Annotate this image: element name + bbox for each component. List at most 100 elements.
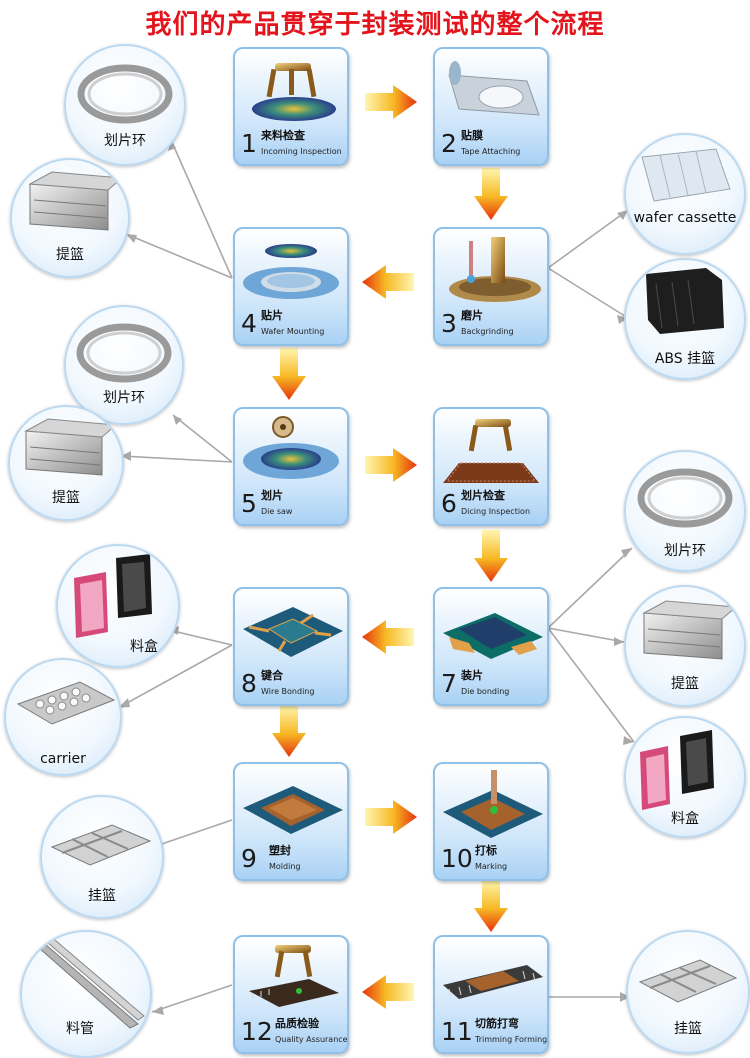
lift-basket-icon [24,418,118,476]
dicing-ring-icon [77,64,173,124]
flow-arrow-right [365,85,417,119]
product-tube: 料管 [20,930,152,1058]
step-number: 2 [441,129,457,158]
carrier-icon [16,681,116,725]
grinder-icon [449,237,541,302]
page-title: 我们的产品贯穿于封装测试的整个流程 [145,10,605,40]
step-number: 7 [441,669,457,698]
product-hanging-basket: 挂篮 [626,930,750,1054]
step-2-tape-attaching: 2 贴膜 Tape Attaching [433,47,549,166]
magazine-icon [640,730,714,810]
step-number: 10 [441,844,473,873]
step-6-dicing-inspection: 6 划片检查 Dicing Inspection [433,407,549,526]
lift-basket-icon [642,600,738,660]
flow-arrow-down [474,530,508,582]
step-8-wire-bonding: 8 键合 Wire Bonding [233,587,349,706]
step-label-zh: 贴膜 [461,129,483,142]
product-label: 提篮 [671,676,699,692]
product-label: 提篮 [52,490,80,506]
step-label-en: Trimming Forming [475,1035,548,1044]
product-magazine: 料盒 [624,716,746,838]
step-12-quality-assurance: 12 品质检验 Quality Assurance [233,935,349,1054]
flow-arrow-down [272,348,306,400]
step-1-incoming-inspection: 1 来料检查 Incoming Inspection [233,47,349,166]
wafer-cassette-icon [641,148,731,202]
step-7-die-bonding: 7 装片 Die bonding [433,587,549,706]
product-dicing-ring: 划片环 [64,305,184,425]
product-label: 划片环 [664,543,706,559]
lift-basket-icon [28,171,124,231]
molded-package-icon [243,786,343,834]
flow-arrow-right [365,448,417,482]
product-lift-basket: 提篮 [10,158,130,278]
saw-blade-icon [243,416,339,479]
flow-arrow-left [362,620,414,654]
step-10-marking: 10 打标 Marking [433,762,549,881]
product-label: carrier [40,751,86,767]
step-label-zh: 划片 [261,489,283,502]
hanging-basket-icon [638,959,738,1003]
step-9-molding: 9 塑封 Molding [233,762,349,881]
wire-bond-icon [243,607,343,657]
dicing-ring-icon [76,323,172,383]
laser-marking-icon [443,770,543,838]
step-4-wafer-mounting: 4 贴片 Wafer Mounting [233,227,349,346]
product-dicing-ring: 划片环 [624,450,746,572]
step-number: 1 [241,129,257,158]
product-label: ABS 挂篮 [654,351,716,367]
step-label-zh: 划片检查 [461,489,505,502]
product-label: wafer cassette [633,210,737,226]
step-label-en: Incoming Inspection [261,147,342,156]
step-number: 6 [441,489,457,518]
abs-basket-icon [646,268,724,334]
dicing-ring-icon [637,468,733,528]
step-label-en: Quality Assurance [275,1035,348,1044]
product-label: 料管 [66,1021,94,1037]
product-label: 划片环 [103,390,145,406]
step-label-zh: 打标 [475,844,497,857]
die-bond-icon [443,613,543,659]
qa-microscope-icon [249,945,339,1007]
product-hanging-basket: 挂篮 [40,795,164,919]
magazine-icon [74,554,152,638]
product-label: 挂篮 [674,1021,702,1037]
microscope-wafer-icon [252,63,336,121]
step-label-zh: 切筋打弯 [475,1017,519,1030]
step-label-en: Molding [269,862,301,871]
flow-arrow-left [362,265,414,299]
step-number: 3 [441,309,457,338]
inspection-grid-icon [443,419,539,483]
step-label-en: Backgrinding [461,327,514,336]
step-label-zh: 磨片 [461,309,483,322]
product-label: 料盒 [671,811,699,827]
tube-icon [28,933,145,1029]
product-label: 提篮 [56,247,84,263]
step-label-zh: 装片 [461,669,483,682]
flow-arrow-left [362,975,414,1009]
product-lift-basket: 提篮 [624,585,746,707]
product-lift-basket: 提篮 [8,405,124,521]
step-label-zh: 键合 [261,669,283,682]
step-label-en: Tape Attaching [461,147,521,156]
product-dicing-ring: 划片环 [64,44,186,166]
step-label-zh: 来料检查 [261,129,305,142]
step-number: 4 [241,309,257,338]
step-5-die-saw: 5 划片 Die saw [233,407,349,526]
product-carrier: carrier [4,658,122,776]
tape-sheet-icon [448,61,540,116]
step-label-en: Marking [475,862,508,871]
step-label-zh: 塑封 [269,844,291,857]
step-3-backgrinding: 3 磨片 Backgrinding [433,227,549,346]
step-number: 5 [241,489,257,518]
product-magazine: 料盒 [56,544,180,668]
step-label-en: Wire Bonding [261,687,315,696]
product-abs-basket: ABS 挂篮 [624,258,746,380]
product-label: 划片环 [104,133,146,149]
step-label-en: Die bonding [461,687,510,696]
step-number: 8 [241,669,257,698]
step-label-en: Die saw [261,507,293,516]
step-number: 9 [241,844,257,873]
step-label-en: Wafer Mounting [261,327,325,336]
step-number: 11 [441,1017,473,1046]
